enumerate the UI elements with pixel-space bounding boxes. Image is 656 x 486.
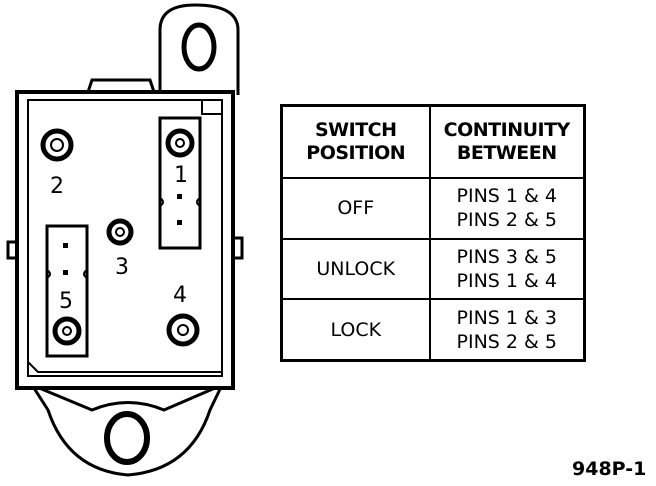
switch-position-cell: LOCK	[280, 298, 431, 362]
pin-label-5: 5	[59, 289, 73, 314]
pin-label-1: 1	[174, 163, 188, 188]
table-row: OFF PINS 1 & 4 PINS 2 & 5	[280, 177, 586, 240]
top-mounting-hole	[181, 22, 217, 72]
switch-position-header: SWITCH POSITION	[280, 104, 431, 179]
table-header-row: SWITCH POSITION CONTINUITY BETWEEN	[280, 104, 586, 179]
continuity-cell: PINS 3 & 5 PINS 1 & 4	[428, 237, 586, 301]
switch-position-cell: OFF	[280, 177, 431, 240]
table-row: UNLOCK PINS 3 & 5 PINS 1 & 4	[280, 237, 586, 301]
connector-inner-wall	[27, 99, 223, 377]
figure-code: 948P-1	[572, 458, 647, 480]
top-clip	[86, 78, 156, 93]
switch-position-cell: UNLOCK	[280, 237, 431, 301]
bottom-mounting-hole	[104, 411, 150, 465]
table-row: LOCK PINS 1 & 3 PINS 2 & 5	[280, 298, 586, 362]
continuity-table: SWITCH POSITION CONTINUITY BETWEEN OFF P…	[280, 104, 586, 362]
pin-label-4: 4	[173, 283, 187, 308]
switch-connector-diagram: 1 2 3 4 5	[6, 3, 244, 477]
continuity-between-header: CONTINUITY BETWEEN	[428, 104, 586, 179]
pin-label-2: 2	[50, 174, 64, 199]
continuity-cell: PINS 1 & 4 PINS 2 & 5	[428, 177, 586, 240]
pin-label-3: 3	[115, 255, 129, 280]
connector-inner-corner	[201, 99, 223, 115]
connector-inner-bottom	[27, 361, 222, 373]
continuity-cell: PINS 1 & 3 PINS 2 & 5	[428, 298, 586, 362]
